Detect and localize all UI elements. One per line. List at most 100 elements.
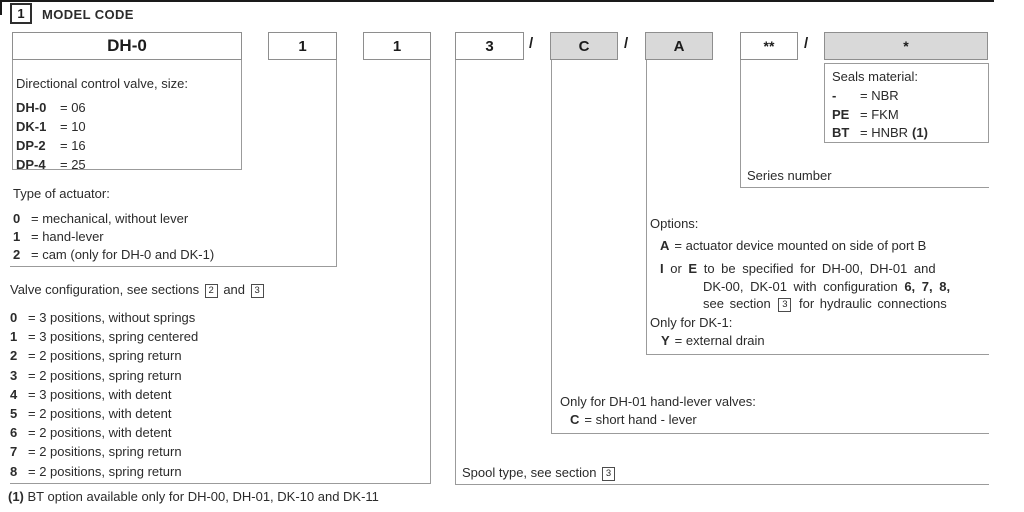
- actuator-item: 0= mechanical, without lever: [13, 210, 214, 228]
- size-item-code: DP-4: [16, 157, 46, 172]
- config-item-desc: = 2 positions, with detent: [28, 406, 172, 422]
- section-number-badge: 1: [10, 3, 32, 24]
- hand-item-desc: = short hand - lever: [584, 412, 697, 427]
- config-title-text: Valve configuration, see sections: [10, 282, 203, 297]
- options-y-desc: = external drain: [674, 333, 765, 348]
- codebox-spool: 3: [455, 32, 524, 60]
- size-item: DK-1= 10: [16, 117, 86, 136]
- page-top-rule: [0, 0, 994, 2]
- codebox-config: 1: [363, 32, 431, 60]
- config-item-code: 6: [10, 425, 18, 441]
- options-item-y: Y = external drain: [661, 333, 765, 348]
- options-item-ie-line1: I or E to be specified for DH-00, DH-01 …: [660, 261, 936, 276]
- connector-spool-vline: [455, 60, 456, 485]
- config-item-desc: = 2 positions, spring return: [28, 348, 182, 364]
- options-ie-text: see section: [703, 296, 777, 311]
- section-2-badge-icon: 2: [204, 284, 218, 298]
- seals-item-desc: = FKM: [860, 106, 899, 122]
- size-item-code: DP-2: [16, 138, 46, 153]
- actuator-item-code: 0: [13, 211, 21, 226]
- size-description-box: [12, 60, 242, 170]
- page-title: MODEL CODE: [42, 7, 134, 22]
- config-item-code: 3: [10, 367, 18, 383]
- options-item-ie-line2: DK-00, DK-01 with configuration 6, 7, 8,: [703, 279, 950, 294]
- slash-separator: /: [624, 35, 629, 52]
- actuator-item-desc: = cam (only for DH-0 and DK-1): [31, 247, 215, 262]
- config-section-title: Valve configuration, see sections 2 and …: [10, 282, 266, 298]
- seals-item: PE = FKM: [832, 106, 928, 125]
- options-a-desc: = actuator device mounted on side of por…: [674, 238, 927, 253]
- config-item-code: 0: [10, 310, 18, 325]
- footnote-ref: (1): [8, 489, 24, 504]
- connector-config-vline: [430, 60, 431, 484]
- config-title-text: and: [219, 282, 249, 297]
- codebox-size: DH-0: [12, 32, 242, 60]
- actuator-section-title: Type of actuator:: [13, 186, 110, 201]
- connector-option-vline: [646, 60, 647, 355]
- config-item-desc: = 2 positions, with detent: [28, 425, 172, 441]
- slash-separator: /: [529, 35, 534, 52]
- seals-item: -= NBR: [832, 87, 928, 106]
- spool-label-text: Spool type, see section: [462, 465, 601, 480]
- actuator-section-underline: [10, 266, 337, 267]
- series-number-label: Series number: [747, 168, 832, 183]
- config-item-code: 8: [10, 463, 18, 479]
- seals-list: -= NBR PE = FKM BT = HNBR(1): [832, 87, 928, 143]
- actuator-item-code: 2: [13, 247, 21, 262]
- actuator-item: 2 = cam (only for DH-0 and DK-1): [13, 246, 214, 264]
- footnote-text: BT option available only for DH-00, DH-0…: [23, 489, 379, 504]
- spool-section-label: Spool type, see section 3: [462, 465, 617, 481]
- options-item-ie-line3: see section 3 for hydraulic connections: [703, 296, 947, 312]
- options-item-a: A = actuator device mounted on side of po…: [660, 238, 926, 253]
- size-item-desc: = 16: [60, 138, 86, 153]
- config-item-code: 1: [10, 329, 18, 345]
- hand-item-code: C: [570, 412, 580, 427]
- config-item: 5 = 2 positions, with detent: [10, 404, 198, 423]
- connector-actuator-vline: [336, 60, 337, 267]
- options-ie-text: to be specified for DH-00, DH-01 and: [697, 261, 936, 276]
- config-item: 1 = 3 positions, spring centered: [10, 327, 198, 346]
- size-item-desc: = 10: [60, 119, 86, 134]
- seals-item: BT = HNBR(1): [832, 124, 928, 143]
- config-section-underline: [10, 483, 431, 484]
- hand-section-title: Only for DH-01 hand-lever valves:: [560, 394, 756, 409]
- config-item-code: 7: [10, 444, 18, 460]
- seals-item-desc: = HNBR: [860, 125, 909, 140]
- hand-section-item: C = short hand - lever: [570, 412, 697, 427]
- slash-separator: /: [804, 35, 809, 52]
- config-item-code: 4: [10, 386, 18, 402]
- config-item: 0 = 3 positions, without springs: [10, 308, 198, 327]
- options-a-code: A: [660, 238, 670, 253]
- config-item-code: 2: [10, 348, 18, 364]
- options-y-code: Y: [661, 333, 670, 348]
- section-3-badge-icon: 3: [602, 467, 616, 481]
- actuator-item-code: 1: [13, 229, 21, 244]
- hand-section-underline: [551, 433, 989, 434]
- codebox-series: **: [740, 32, 798, 60]
- options-ie-code-i: I: [660, 261, 664, 276]
- connector-series-vline: [740, 60, 741, 188]
- section-3-badge-icon: 3: [778, 298, 792, 312]
- config-item-desc: = 3 positions, spring centered: [28, 329, 199, 345]
- config-item-code: 5: [10, 406, 18, 422]
- config-item: 2 = 2 positions, spring return: [10, 346, 198, 365]
- codebox-option: A: [645, 32, 713, 60]
- actuator-item: 1= hand-lever: [13, 228, 214, 246]
- size-item-desc: = 25: [60, 157, 86, 172]
- size-item: DH-0= 06: [16, 98, 86, 117]
- seals-material-box: [824, 63, 989, 143]
- config-item-desc: = 3 positions, without springs: [28, 310, 196, 325]
- size-section-title: Directional control valve, size:: [16, 76, 188, 91]
- seals-section-title: Seals material:: [832, 69, 918, 84]
- seals-item-note: (1): [912, 125, 928, 140]
- options-section-underline: [646, 354, 989, 355]
- size-list: DH-0= 06 DK-1= 10 DP-2 = 16 DP-4 = 25: [16, 98, 86, 174]
- options-ie-text: for hydraulic connections: [793, 296, 947, 311]
- config-item: 4= 3 positions, with detent: [10, 385, 198, 404]
- seals-item-code: BT: [832, 125, 850, 140]
- config-item-desc: = 2 positions, spring return: [28, 367, 182, 383]
- size-item-desc: = 06: [60, 100, 86, 115]
- connector-hand-vline: [551, 60, 552, 434]
- seals-item-code: PE: [832, 106, 850, 122]
